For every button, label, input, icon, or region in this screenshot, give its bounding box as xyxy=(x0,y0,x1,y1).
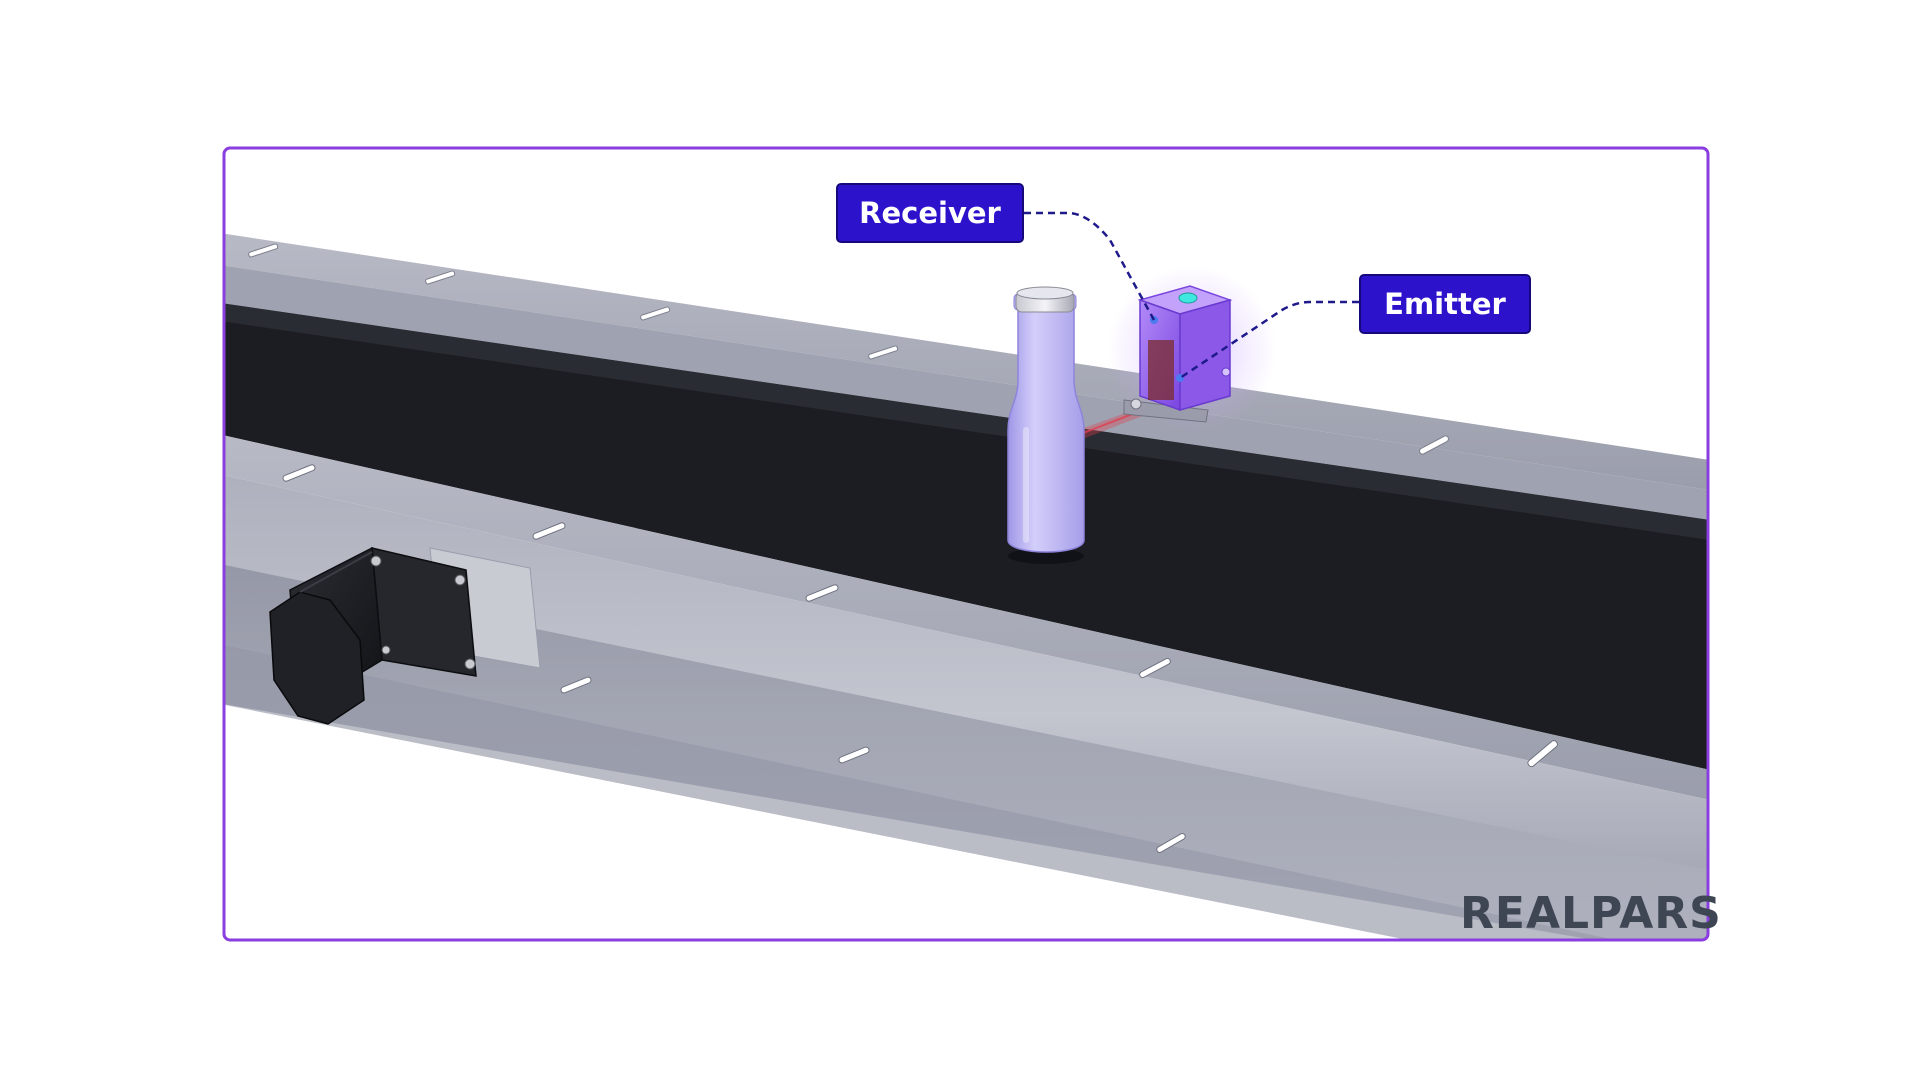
emitter-leader-line xyxy=(1179,300,1359,380)
logo-wordmark: REALPARS xyxy=(1460,888,1722,939)
back-rail-top xyxy=(224,230,1708,490)
realpars-logo: REALPARS xyxy=(1460,888,1722,939)
bottle xyxy=(1007,286,1085,564)
front-rail-channel xyxy=(224,560,1708,940)
front-rail-underside xyxy=(224,640,1708,940)
emitter-callout: Emitter xyxy=(1359,274,1531,334)
stepper-motor xyxy=(269,546,477,725)
sensor-lens-window xyxy=(1148,340,1174,400)
receiver-label: Receiver xyxy=(859,196,1001,230)
belt-edge-highlight xyxy=(224,300,1708,540)
back-rail-face xyxy=(224,262,1708,520)
leader-lines xyxy=(1024,211,1359,380)
motor-endcap xyxy=(269,591,365,725)
emitter-label: Emitter xyxy=(1384,287,1506,321)
emitter-label-box xyxy=(1359,274,1531,334)
belt-surface xyxy=(224,300,1708,770)
front-rail-slots xyxy=(282,464,1558,853)
back-rail-slots xyxy=(248,243,1449,455)
diagram-frame xyxy=(222,146,1710,942)
photoelectric-sensor xyxy=(1107,265,1277,435)
sensor-side xyxy=(1179,299,1231,411)
receiver-callout: Receiver xyxy=(836,183,1024,243)
sensor-indicator-light xyxy=(1178,292,1198,304)
front-rail-top xyxy=(224,430,1708,800)
receiver-label-box xyxy=(836,183,1024,243)
motor-screws xyxy=(370,555,476,670)
